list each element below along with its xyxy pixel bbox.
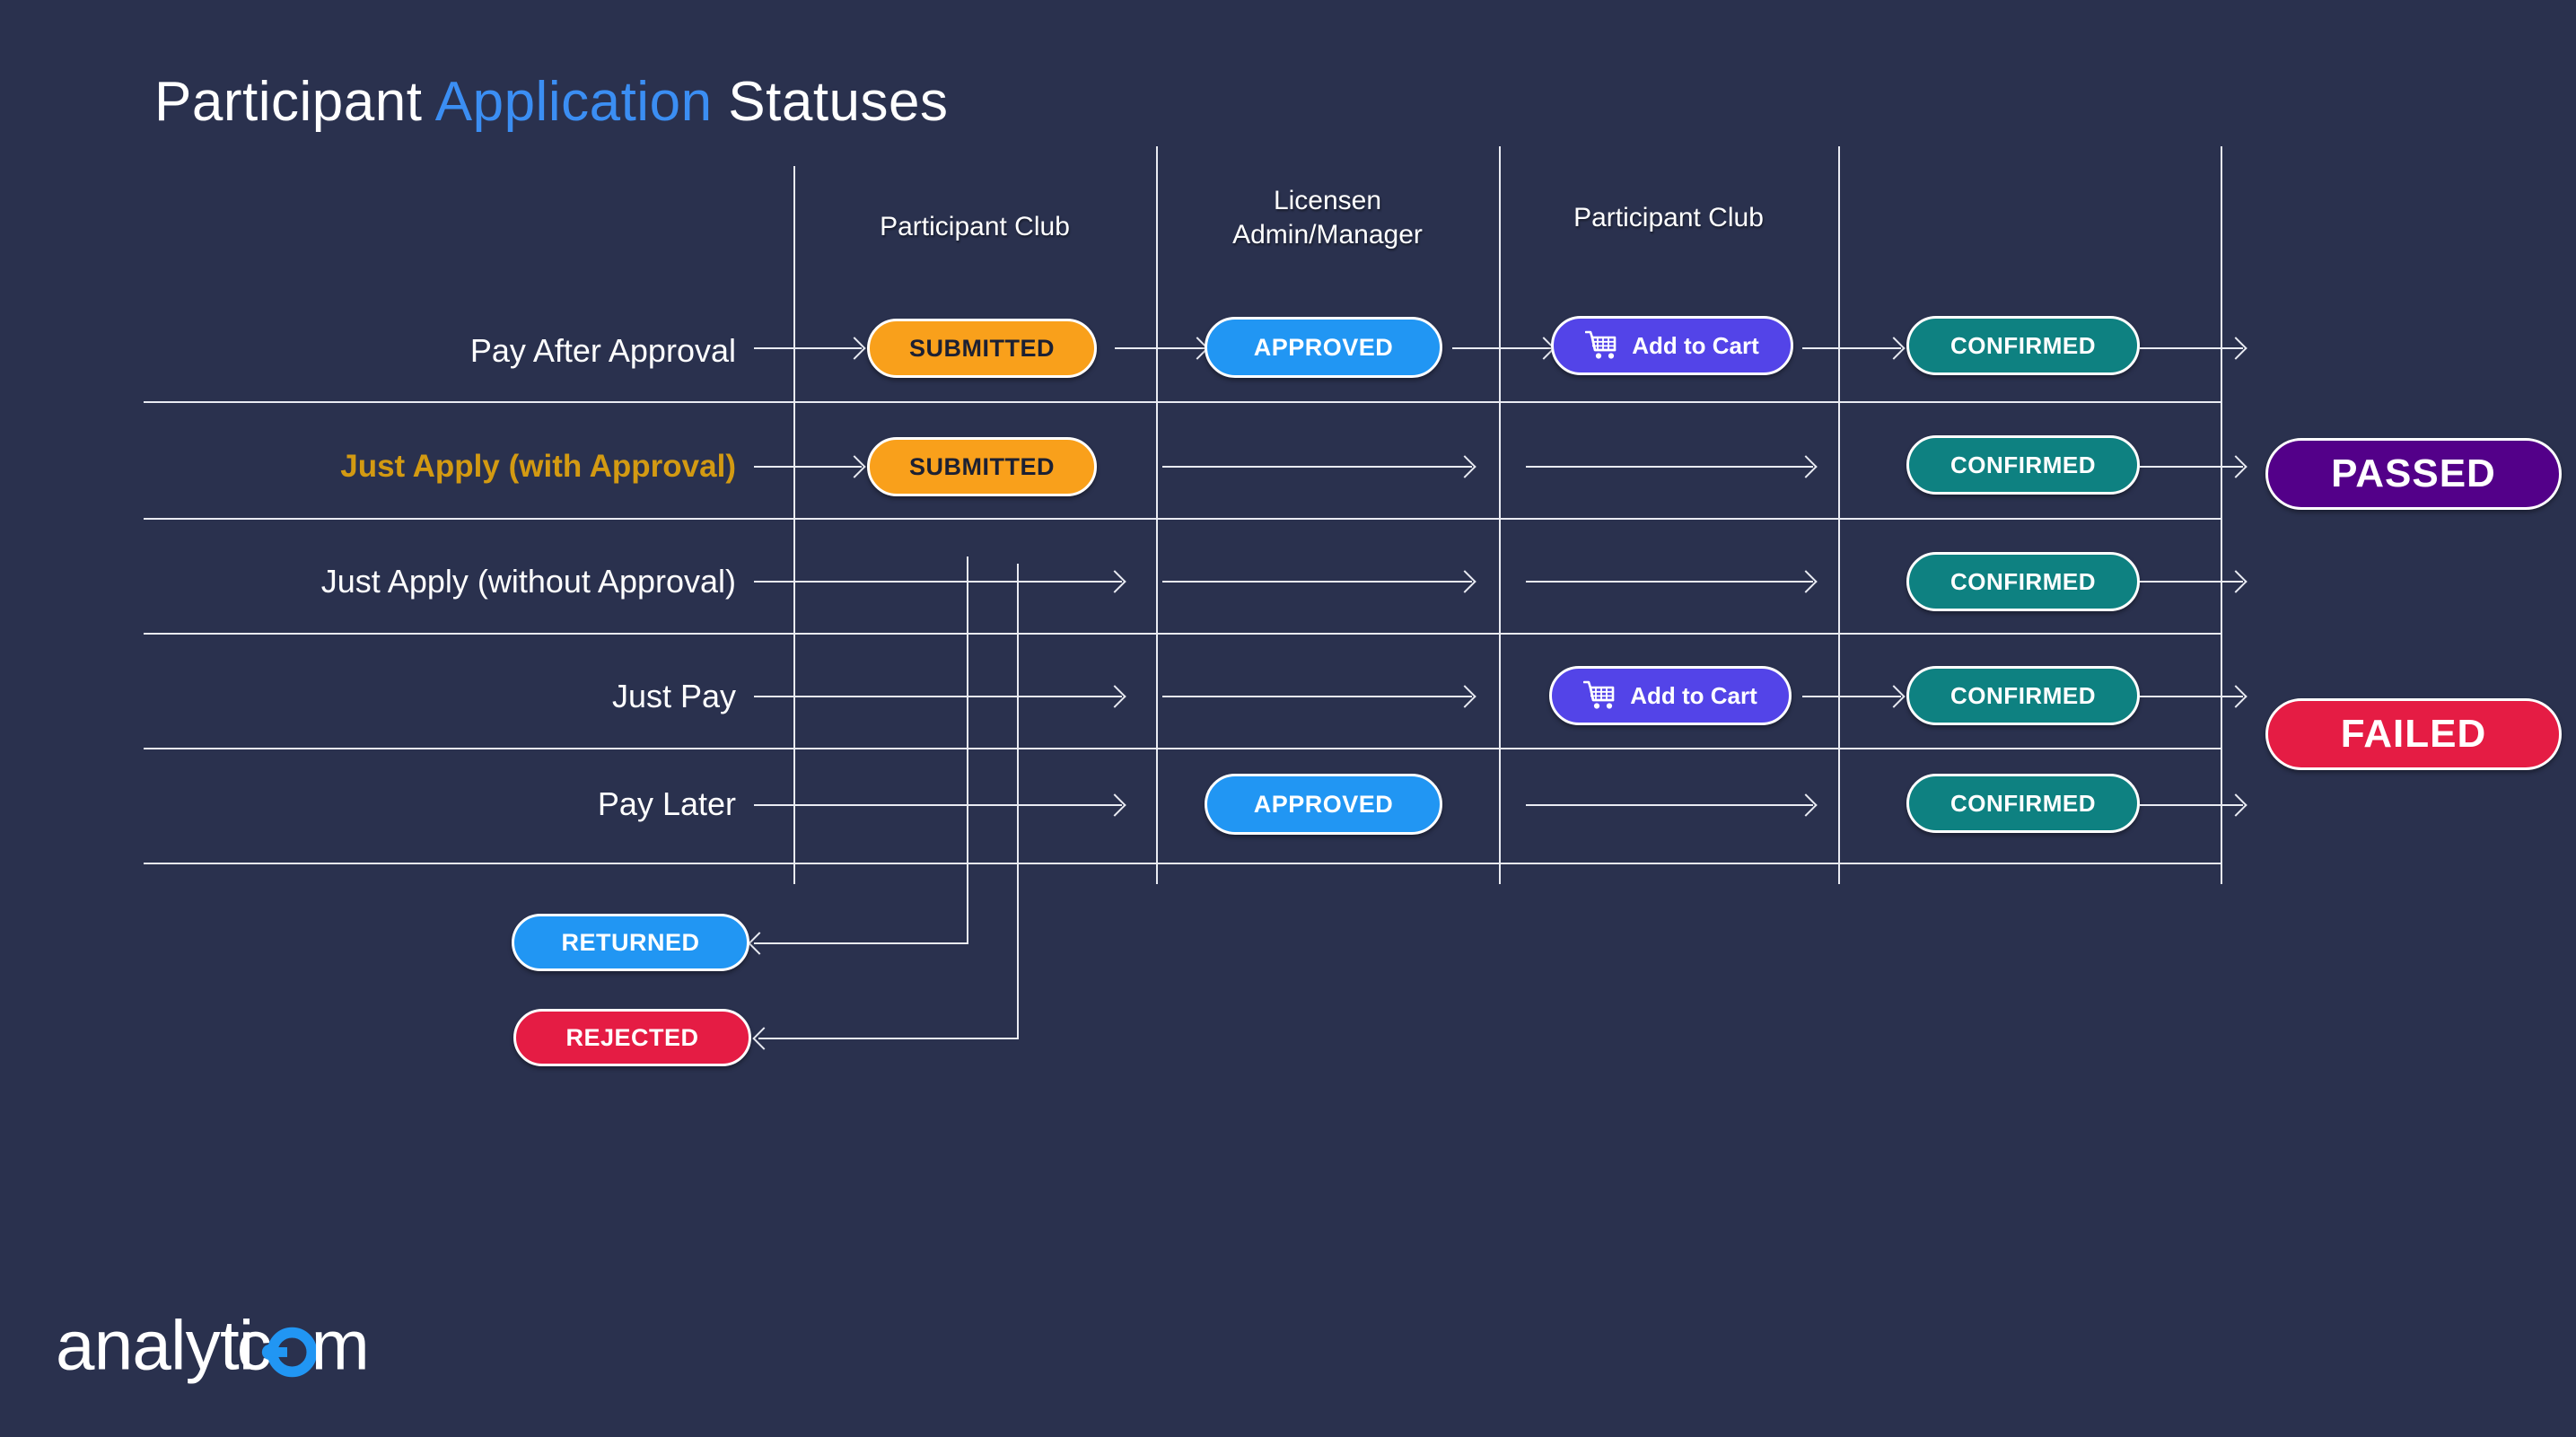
logo-accent-link xyxy=(266,1347,287,1357)
arrow-row5-label-to-approved xyxy=(754,804,1122,806)
arrow-row2-col3-passthrough xyxy=(1526,466,1813,468)
outcome-label: PASSED xyxy=(2331,451,2496,495)
arrow-row4-cart-to-confirmed xyxy=(1802,696,1901,697)
row-label-just-pay: Just Pay xyxy=(611,678,736,714)
arrow-row1-label-to-submitted xyxy=(754,347,862,349)
status-pill-approved-row1[interactable]: APPROVED xyxy=(1205,317,1442,378)
arrow-row3-label-to-col2 xyxy=(754,581,1122,583)
status-label: CONFIRMED xyxy=(1950,682,2096,709)
status-label: CONFIRMED xyxy=(1950,451,2096,478)
status-pill-approved-row5[interactable]: APPROVED xyxy=(1205,774,1442,835)
status-pill-confirmed-row5[interactable]: CONFIRMED xyxy=(1906,774,2140,833)
row-label-just-apply-without-approval: Just Apply (without Approval) xyxy=(320,563,736,600)
column-divider-1 xyxy=(793,166,795,884)
arrow-row2-label-to-submitted xyxy=(754,466,862,468)
row-label-just-apply-with-approval: Just Apply (with Approval) xyxy=(340,449,736,484)
logo-wordmark-right: m xyxy=(311,1309,369,1384)
row-divider-1 xyxy=(144,401,2222,403)
arrow-row1-submitted-to-approved xyxy=(1115,347,1205,349)
title-segment-1: Participant xyxy=(154,71,435,133)
arrow-row3-col2-passthrough xyxy=(1162,581,1472,583)
status-label: SUBMITTED xyxy=(909,452,1055,480)
column-divider-2 xyxy=(1156,146,1158,884)
connector-vertical-returned xyxy=(967,556,968,944)
arrow-row4-label-to-col2 xyxy=(754,696,1122,697)
column-header-line-1: Licensen xyxy=(1273,186,1382,215)
shopping-cart-icon xyxy=(1585,330,1617,359)
arrow-row1-approved-to-cart xyxy=(1452,347,1551,349)
status-pill-add-to-cart-row1[interactable]: Add to Cart xyxy=(1551,316,1793,375)
row-divider-2 xyxy=(144,518,2222,520)
status-pill-confirmed-row1[interactable]: CONFIRMED xyxy=(1906,316,2140,375)
arrow-row3-confirmed-to-end xyxy=(2140,581,2243,583)
column-header-licensen-admin-manager: Licensen Admin/Manager xyxy=(1156,184,1499,252)
status-pill-returned[interactable]: RETURNED xyxy=(512,914,749,971)
status-label: Add to Cart xyxy=(1630,682,1757,709)
title-segment-accent: Application xyxy=(434,71,713,133)
page-title: Participant Application Statuses xyxy=(154,70,949,134)
status-pill-confirmed-row2[interactable]: CONFIRMED xyxy=(1906,435,2140,495)
arrow-row1-cart-to-confirmed xyxy=(1802,347,1901,349)
outcome-badge-failed[interactable]: FAILED xyxy=(2265,698,2562,770)
status-pill-add-to-cart-row4[interactable]: Add to Cart xyxy=(1549,666,1792,725)
column-divider-4 xyxy=(1838,146,1840,884)
arrow-row5-confirmed-to-end xyxy=(2140,804,2243,806)
status-label: RETURNED xyxy=(561,928,700,956)
column-header-participant-club-2: Participant Club xyxy=(1573,203,1764,232)
outcome-badge-passed[interactable]: PASSED xyxy=(2265,438,2562,510)
arrow-row2-confirmed-to-passed xyxy=(2140,466,2243,468)
row-label-pay-later: Pay Later xyxy=(597,785,736,822)
arrow-row2-col2-passthrough xyxy=(1162,466,1472,468)
status-label: REJECTED xyxy=(565,1023,699,1051)
status-label: APPROVED xyxy=(1253,790,1394,818)
status-pill-submitted-row2[interactable]: SUBMITTED xyxy=(867,437,1097,496)
outcome-label: FAILED xyxy=(2340,712,2487,756)
column-divider-3 xyxy=(1499,146,1501,884)
status-label: CONFIRMED xyxy=(1950,790,2096,817)
title-segment-2: Statuses xyxy=(712,71,949,133)
column-divider-5 xyxy=(2221,146,2222,884)
row-divider-5 xyxy=(144,863,2222,864)
status-label: Add to Cart xyxy=(1632,332,1759,359)
arrow-row4-confirmed-to-failed xyxy=(2140,696,2243,697)
status-label: APPROVED xyxy=(1253,333,1394,361)
status-pill-submitted-row1[interactable]: SUBMITTED xyxy=(867,319,1097,378)
logo-wordmark-left: analyti xyxy=(56,1309,254,1384)
arrow-row1-confirmed-to-end xyxy=(2140,347,2243,349)
status-label: SUBMITTED xyxy=(909,334,1055,362)
status-label: CONFIRMED xyxy=(1950,332,2096,359)
connector-vertical-rejected xyxy=(1017,564,1019,1038)
status-pill-rejected[interactable]: REJECTED xyxy=(513,1009,751,1066)
row-divider-4 xyxy=(144,748,2222,749)
arrow-row5-col3-passthrough xyxy=(1526,804,1813,806)
row-label-pay-after-approval: Pay After Approval xyxy=(469,332,736,369)
arrow-row4-col2-passthrough xyxy=(1162,696,1472,697)
shopping-cart-icon xyxy=(1583,680,1615,709)
arrow-row3-col3-passthrough xyxy=(1526,581,1813,583)
status-pill-confirmed-row4[interactable]: CONFIRMED xyxy=(1906,666,2140,725)
status-label: CONFIRMED xyxy=(1950,568,2096,595)
status-pill-confirmed-row3[interactable]: CONFIRMED xyxy=(1906,552,2140,611)
column-header-line-2: Admin/Manager xyxy=(1232,220,1423,250)
connector-horizontal-returned xyxy=(754,942,968,944)
column-header-participant-club-1: Participant Club xyxy=(880,212,1070,241)
row-divider-3 xyxy=(144,633,2222,635)
connector-horizontal-rejected xyxy=(758,1038,1019,1039)
analyticom-logo: analyti c m xyxy=(56,1309,370,1384)
